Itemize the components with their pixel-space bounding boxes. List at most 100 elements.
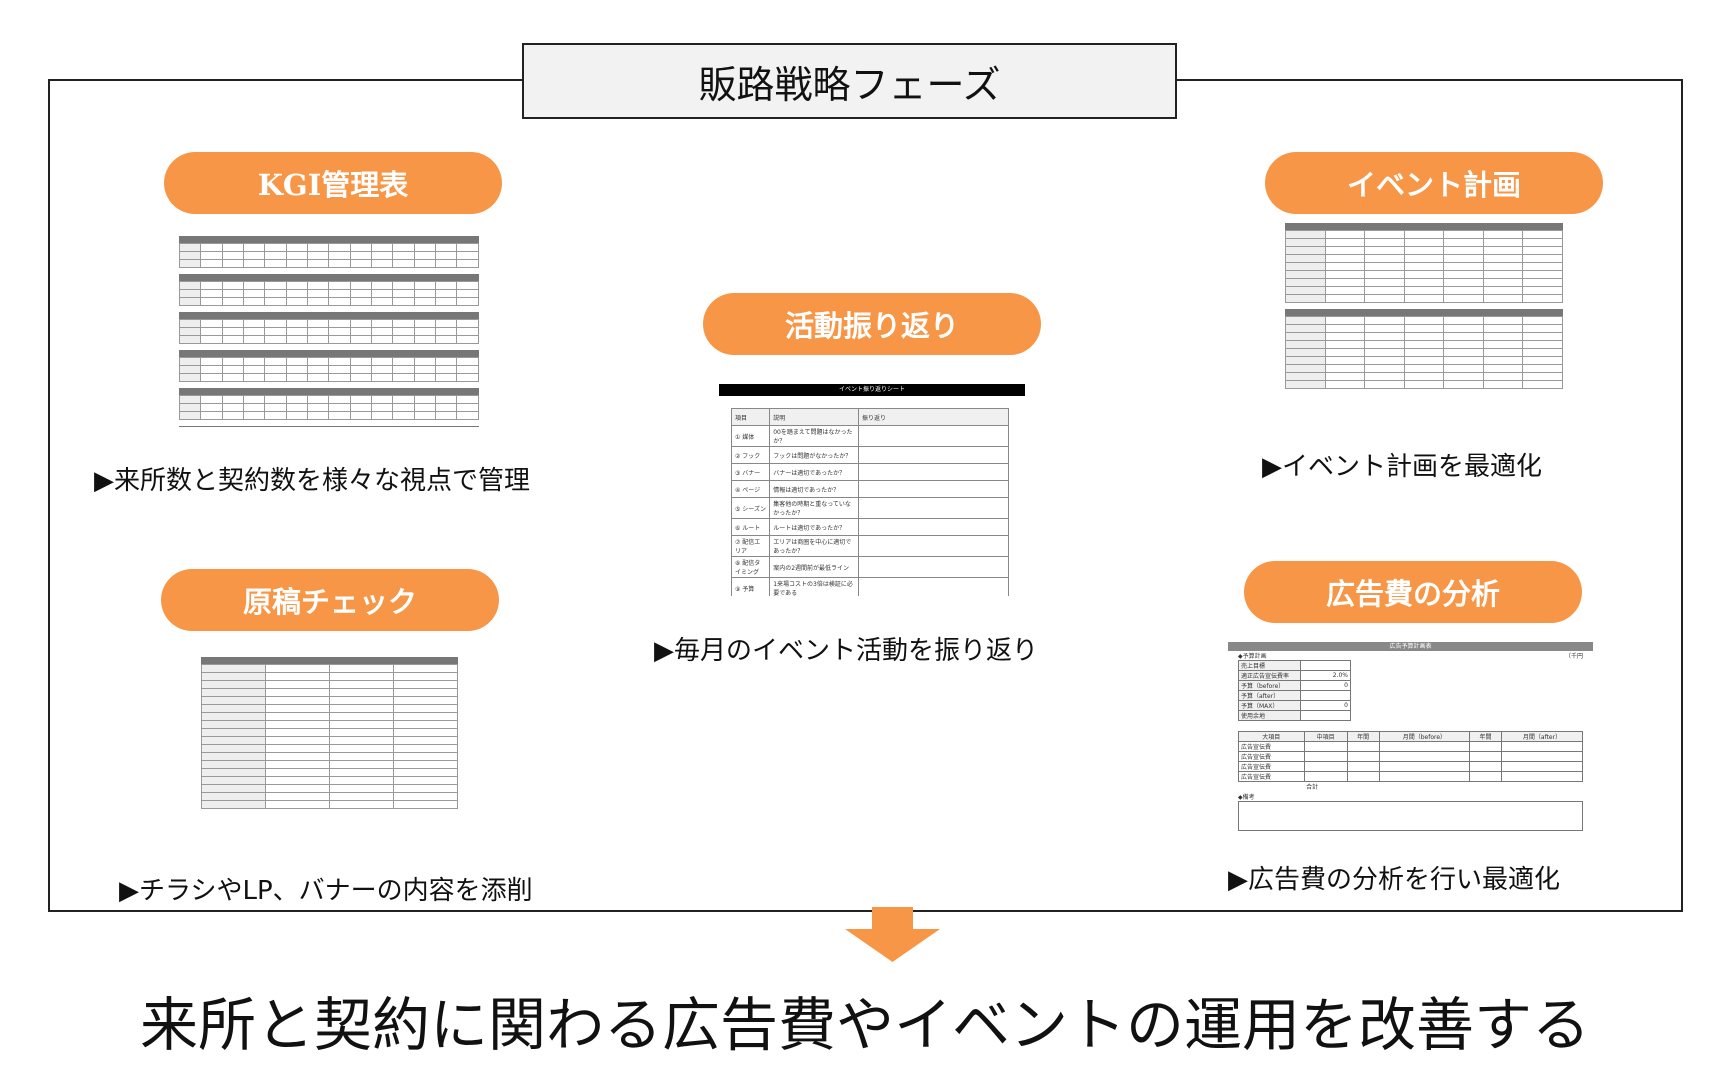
sheet-header-bar [201, 657, 458, 664]
table-row: 売上目標 [1238, 660, 1351, 671]
table-row: 予算（MAX）0 [1238, 700, 1351, 711]
ad-pill: 広告費の分析 [1244, 561, 1582, 623]
table-cell: バナーは適切であったか？ [769, 463, 859, 481]
table-row: 広告宣伝費 [1238, 751, 1583, 762]
table-cell [1378, 771, 1471, 782]
table-cell [1303, 751, 1348, 762]
table-cell: ⑨ 予算 [730, 577, 771, 596]
table-cell: 使用余地 [1238, 710, 1301, 721]
table-cell [858, 556, 1009, 578]
unit-label: （千円 [1564, 653, 1583, 660]
col-header: 月間（after） [1501, 731, 1583, 742]
table-cell [858, 518, 1009, 536]
table-row: 予算（before）0 [1238, 680, 1351, 691]
table-cell: 情報は適切であったか？ [769, 480, 859, 498]
table-cell [858, 425, 1009, 447]
table-header-row: 大項目中項目年間月間（before）年間月間（after） [1238, 731, 1583, 742]
table-cell: 予算（after） [1238, 690, 1301, 701]
table-cell [1303, 761, 1348, 772]
table-cell: ⑦ 配信エリア [730, 535, 771, 557]
total-row: 合計 [1239, 782, 1583, 792]
phase-title: 販路戦略フェーズ [522, 43, 1177, 119]
table-cell: 00を踏まえて問題はなかったか？ [769, 425, 859, 447]
table-cell: ④ ページ [730, 480, 771, 498]
table-cell: 2.0% [1300, 670, 1351, 681]
table-row: ⑧ 配信タイミング案内の2週間前が最低ライン [730, 556, 1009, 578]
table-cell: エリアは商圏を中心に適切であったか？ [769, 535, 859, 557]
review-caption: ▶毎月のイベント活動を振り返り [654, 636, 1038, 666]
conclusion-text: 来所と契約に関わる広告費やイベントの運用を改善する [139, 991, 1590, 1059]
sheet-header-bar [179, 312, 479, 319]
notes-label: ◆備考 [1238, 793, 1255, 801]
table-cell: 1来場コストの3倍は検証に必要である [769, 577, 859, 596]
table-cell [1378, 741, 1471, 752]
col-header: 振り返り [858, 408, 1009, 426]
ad-sheet-title: 広告予算計画表 [1228, 642, 1593, 651]
col-header: 項目 [730, 408, 771, 426]
table-cell [1346, 751, 1380, 762]
table-cell [858, 535, 1009, 557]
table-row: ④ ページ情報は適切であったか？ [730, 480, 1009, 498]
kgi-caption: ▶来所数と契約数を様々な視点で管理 [94, 466, 530, 496]
col-header: 中項目 [1303, 731, 1348, 742]
table-cell: 案内の2週間前が最低ライン [769, 556, 859, 578]
table-row: 広告宣伝費 [1238, 741, 1583, 752]
table-cell: フックは問題がなかったか？ [769, 446, 859, 464]
table-cell [1303, 741, 1348, 752]
table-cell: 広告宣伝費 [1238, 741, 1305, 752]
table-cell [1469, 741, 1502, 752]
sheet-grid [179, 243, 479, 268]
table-cell: ルートは適切であったか？ [769, 518, 859, 536]
event-pill: イベント計画 [1265, 152, 1603, 214]
manuscript-sheet-thumbnail [201, 657, 458, 843]
sheet-header-bar [179, 274, 479, 281]
table-cell [1303, 771, 1348, 782]
table-cell [1469, 761, 1502, 772]
down-arrow-icon [845, 907, 940, 962]
event-caption: ▶イベント計画を最適化 [1262, 452, 1542, 482]
table-cell [1501, 741, 1583, 752]
table-cell [1346, 771, 1380, 782]
notes-box [1238, 800, 1583, 831]
col-header: 説明 [769, 408, 859, 426]
table-row: ② フックフックは問題がなかったか？ [730, 446, 1009, 464]
table-cell: 広告宣伝費 [1238, 771, 1305, 782]
table-cell: 広告宣伝費 [1238, 761, 1305, 772]
sheet-header-bar [179, 388, 479, 395]
table-cell: ⑥ ルート [730, 518, 771, 536]
ad-caption: ▶広告費の分析を行い最適化 [1228, 865, 1560, 895]
sheet-header-bar [1285, 309, 1563, 316]
table-cell: ① 媒体 [730, 425, 771, 447]
sheet-grid [179, 281, 479, 306]
table-cell [1378, 761, 1471, 772]
table-row: ③ バナーバナーは適切であったか？ [730, 463, 1009, 481]
table-cell [858, 497, 1009, 519]
table-cell: 予算（before） [1238, 680, 1301, 691]
table-cell [1501, 761, 1583, 772]
sheet-header-bar [179, 350, 479, 357]
table-row: ⑤ シーズン集客他の時期と重なっていなかったか？ [730, 497, 1009, 519]
manuscript-caption: ▶チラシやLP、バナーの内容を添削 [119, 876, 533, 906]
event-sheet-thumbnail [1285, 223, 1563, 426]
table-cell: 適正広告宣伝費率 [1238, 670, 1301, 681]
kgi-sheet-thumbnail [179, 236, 479, 427]
table-cell: 予算（MAX） [1238, 700, 1301, 711]
table-cell: 0 [1300, 680, 1351, 691]
total-label: 合計 [1306, 784, 1319, 792]
col-header: 年間 [1469, 731, 1502, 742]
sheet-header-bar [179, 236, 479, 243]
manuscript-pill: 原稿チェック [161, 569, 499, 631]
sheet-grid [179, 395, 479, 420]
sheet-header-bar [179, 426, 479, 427]
table-cell [858, 446, 1009, 464]
review-sheet-title: イベント振り返りシート [719, 384, 1025, 396]
kgi-pill: KGI管理表 [164, 152, 502, 214]
col-header: 月間（before） [1378, 731, 1471, 742]
table-row: 広告宣伝費 [1238, 761, 1583, 772]
table-cell [1469, 751, 1502, 762]
